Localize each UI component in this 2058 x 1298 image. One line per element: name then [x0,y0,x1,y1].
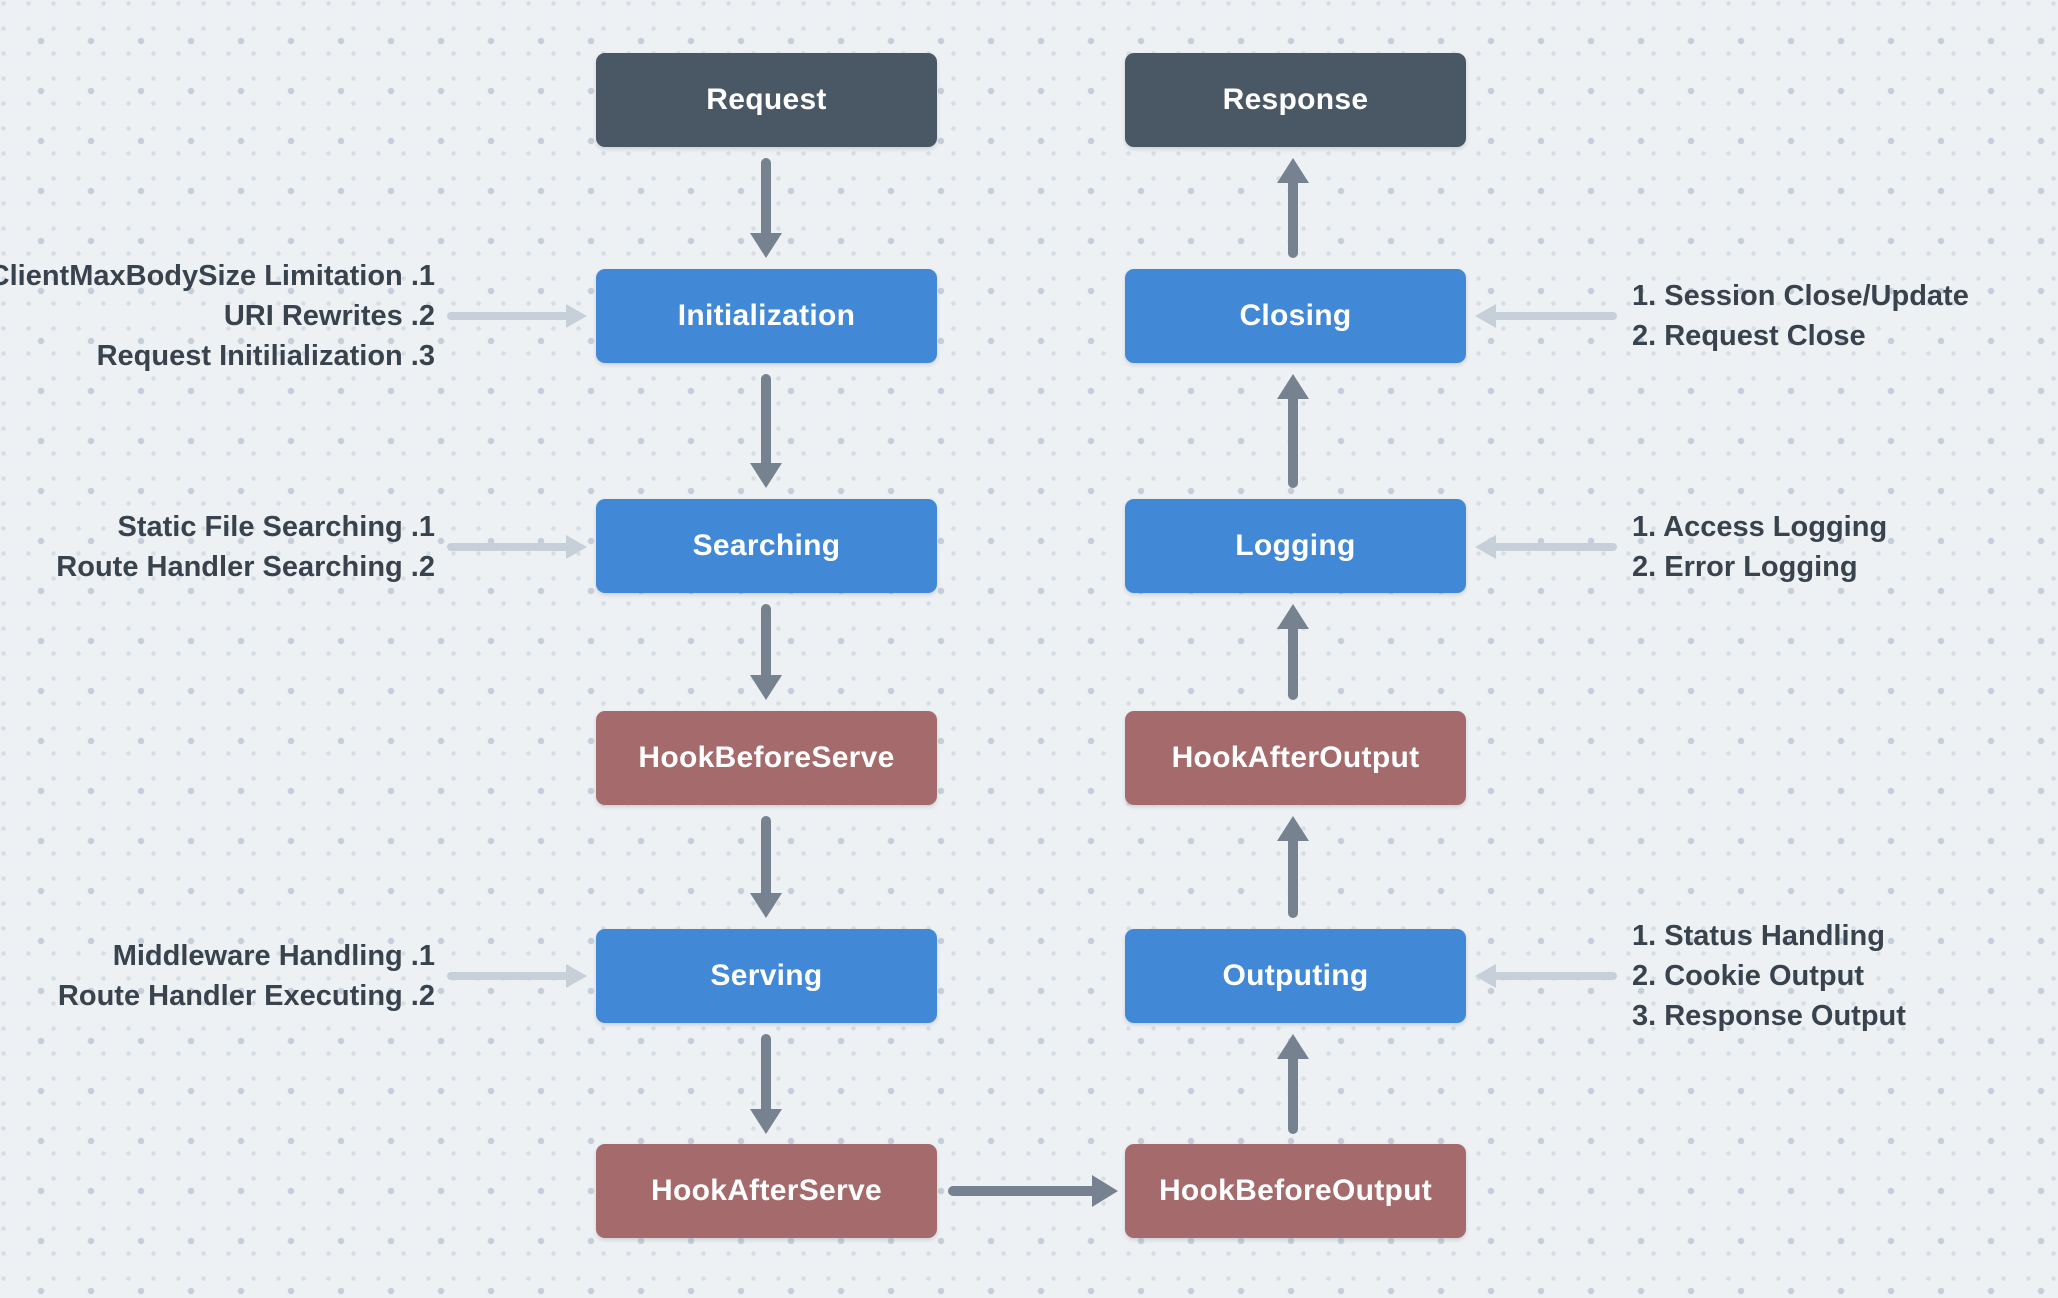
arrow-down-icon [749,158,783,258]
node-hook-after-output: HookAfterOutput [1125,711,1466,805]
annotation-line: Static File Searching .1 [117,511,436,543]
annotation-line: Route Handler Executing .2 [57,980,435,1012]
annotation-arrow-left-icon [1475,961,1617,991]
node-closing: Closing [1125,269,1466,363]
annotation-line: 2. Cookie Output [1632,960,1864,992]
arrow-up-icon [1276,816,1310,918]
arrow-up-icon [1276,374,1310,488]
annotation-arrow-right-icon [447,532,587,562]
arrow-down-icon [749,1034,783,1134]
annotation-line: 2. Request Close [1632,320,1866,352]
node-response: Response [1125,53,1466,147]
node-searching: Searching [596,499,937,593]
node-hook-before-serve: HookBeforeServe [596,711,937,805]
arrow-down-icon [749,816,783,918]
annotation-arrow-left-icon [1475,301,1617,331]
annotation-initialization: ClientMaxBodySize Limitation .1 URI Rewr… [0,256,435,376]
node-logging: Logging [1125,499,1466,593]
annotation-line: Middleware Handling .1 [112,940,435,972]
annotation-line: 1. Session Close/Update [1632,280,1969,312]
arrow-up-icon [1276,604,1310,700]
arrow-down-icon [749,604,783,700]
annotation-serving: Middleware Handling .1 Route Handler Exe… [58,936,435,1016]
annotation-arrow-left-icon [1475,532,1617,562]
annotation-searching: Static File Searching .1 Route Handler S… [56,507,435,587]
annotation-arrow-right-icon [447,961,587,991]
node-initialization: Initialization [596,269,937,363]
annotation-line: URI Rewrites .2 [223,300,435,332]
annotation-line: Request Initilialization .3 [96,340,435,372]
node-hook-before-output: HookBeforeOutput [1125,1144,1466,1238]
annotation-line: 1. Status Handling [1632,920,1885,952]
annotation-arrow-right-icon [447,301,587,331]
annotation-outputing: 1. Status Handling 2. Cookie Output 3. R… [1632,916,1906,1036]
arrow-down-icon [749,374,783,488]
node-outputing: Outputing [1125,929,1466,1023]
node-serving: Serving [596,929,937,1023]
annotation-logging: 1. Access Logging 2. Error Logging [1632,507,1887,587]
annotation-line: ClientMaxBodySize Limitation .1 [0,260,435,292]
node-hook-after-serve: HookAfterServe [596,1144,937,1238]
annotation-line: Route Handler Searching .2 [56,551,435,583]
node-request: Request [596,53,937,147]
arrow-up-icon [1276,1034,1310,1134]
annotation-closing: 1. Session Close/Update 2. Request Close [1632,276,1969,356]
annotation-line: 2. Error Logging [1632,551,1858,583]
annotation-line: 3. Response Output [1632,1000,1906,1032]
arrow-right-icon [948,1174,1118,1208]
arrow-up-icon [1276,158,1310,258]
annotation-line: 1. Access Logging [1632,511,1888,543]
